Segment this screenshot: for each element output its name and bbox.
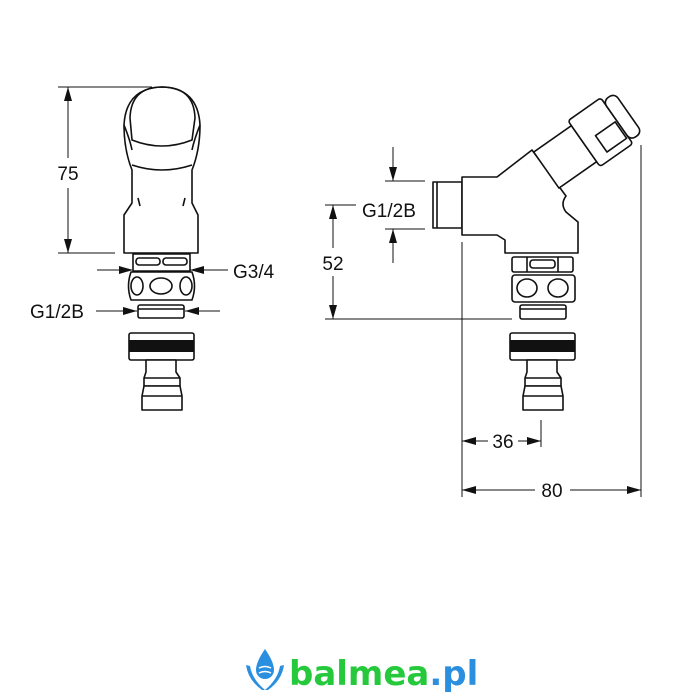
balmea-logo-icon: [246, 649, 284, 690]
front-height-label: 75: [57, 164, 78, 185]
side-view-hose-connector: [509, 332, 576, 411]
logo-text: balmea.pl: [289, 654, 478, 694]
side-height-label: 52: [322, 254, 343, 275]
front-view-dimensions: [58, 86, 228, 315]
side-depth-label: 80: [541, 481, 562, 502]
side-inlet-thread-label: G1/2B: [362, 201, 416, 222]
side-view-faucet: [432, 94, 641, 320]
front-thread-upper-label: G3/4: [233, 262, 275, 283]
logo-text-main: balmea: [289, 654, 429, 694]
front-view-faucet: [123, 86, 201, 319]
front-view-hose-connector: [128, 332, 195, 411]
front-thread-lower-label: G1/2B: [30, 302, 84, 323]
side-offset-label: 36: [492, 432, 513, 453]
logo-text-suffix: .pl: [429, 654, 478, 694]
side-view-dimensions: [325, 145, 642, 497]
